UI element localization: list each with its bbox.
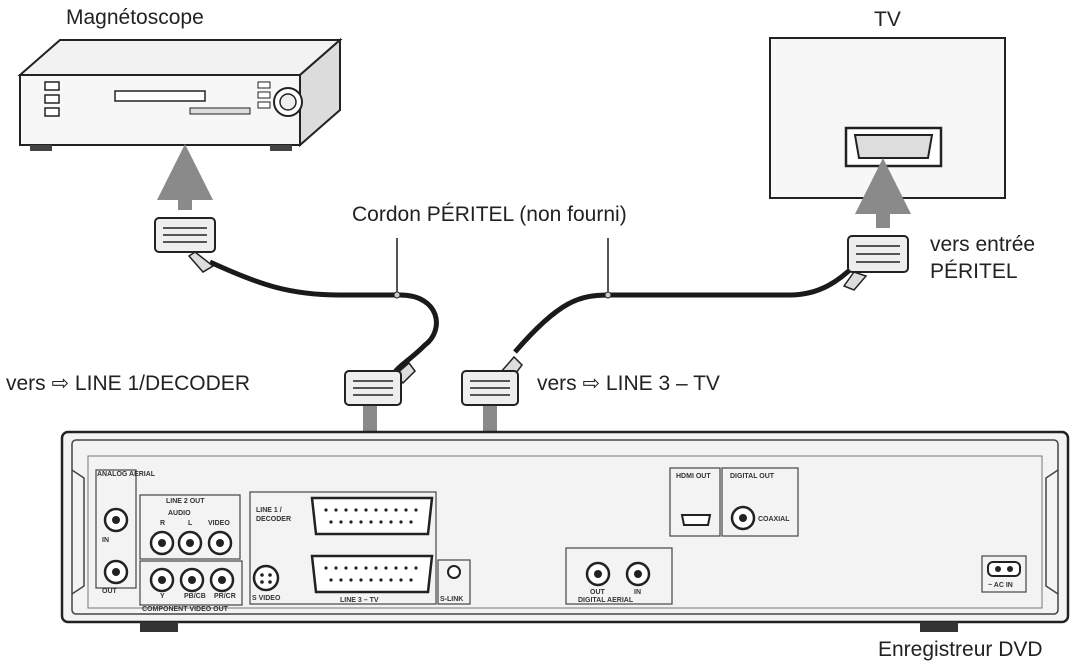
tv-input-label-line2: PÉRITEL: [930, 260, 1018, 283]
panel-digital-out-jack: OUT: [590, 589, 606, 596]
scart-cable-right: [513, 238, 857, 354]
scart-plug-line1: [344, 361, 416, 406]
panel-hdmi-out: HDMI OUT: [676, 473, 711, 480]
panel-line3-tv: LINE 3 – TV: [340, 597, 379, 604]
tv-label: TV: [874, 8, 901, 31]
vcr-device: [17, 37, 343, 151]
panel-y: Y: [160, 593, 165, 600]
recorder-label: Enregistreur DVD: [878, 638, 1043, 661]
vcr-label: Magnétoscope: [66, 6, 204, 29]
panel-s-video: S VIDEO: [252, 595, 281, 602]
panel-ac-in: ~ AC IN: [988, 582, 1013, 589]
panel-analog-out: OUT: [102, 588, 118, 595]
cable-label: Cordon PÉRITEL (non fourni): [352, 203, 627, 226]
panel-audio-r: R: [160, 520, 165, 527]
panel-analog-aerial: ANALOG AERIAL: [97, 471, 156, 478]
panel-line1-decoder-2: DECODER: [256, 516, 291, 523]
panel-digital-aerial: DIGITAL AERIAL: [578, 597, 634, 604]
line1-decoder-label: vers ⇨ LINE 1/DECODER: [6, 372, 250, 395]
line3-tv-label: vers ⇨ LINE 3 – TV: [537, 372, 720, 395]
tv-device: [769, 37, 1006, 199]
scart-plug-tv: [842, 235, 909, 291]
panel-pr-cr: PR/CR: [214, 593, 236, 600]
panel-video: VIDEO: [208, 520, 230, 527]
panel-component-video-out: COMPONENT VIDEO OUT: [142, 606, 229, 613]
scart-cable-left: [208, 238, 439, 374]
panel-analog-in: IN: [102, 537, 109, 544]
scart-plug-line3: [461, 355, 523, 406]
panel-line2-out: LINE 2 OUT: [166, 498, 205, 505]
panel-digital-out: DIGITAL OUT: [730, 473, 775, 480]
panel-audio: AUDIO: [168, 510, 191, 517]
panel-line1-decoder-1: LINE 1 /: [256, 507, 282, 514]
panel-coaxial: COAXIAL: [758, 516, 790, 523]
panel-pb-cb: PB/CB: [184, 593, 206, 600]
scart-plug-vcr: [154, 217, 216, 273]
panel-digital-in-jack: IN: [634, 589, 641, 596]
panel-s-link: S-LINK: [440, 596, 463, 603]
dvd-recorder-panel: ANALOG AERIAL IN OUT LINE 2 OUT AUDIO R …: [60, 430, 1070, 632]
panel-audio-l: L: [188, 520, 193, 527]
tv-input-label-line1: vers entrée: [930, 233, 1036, 256]
